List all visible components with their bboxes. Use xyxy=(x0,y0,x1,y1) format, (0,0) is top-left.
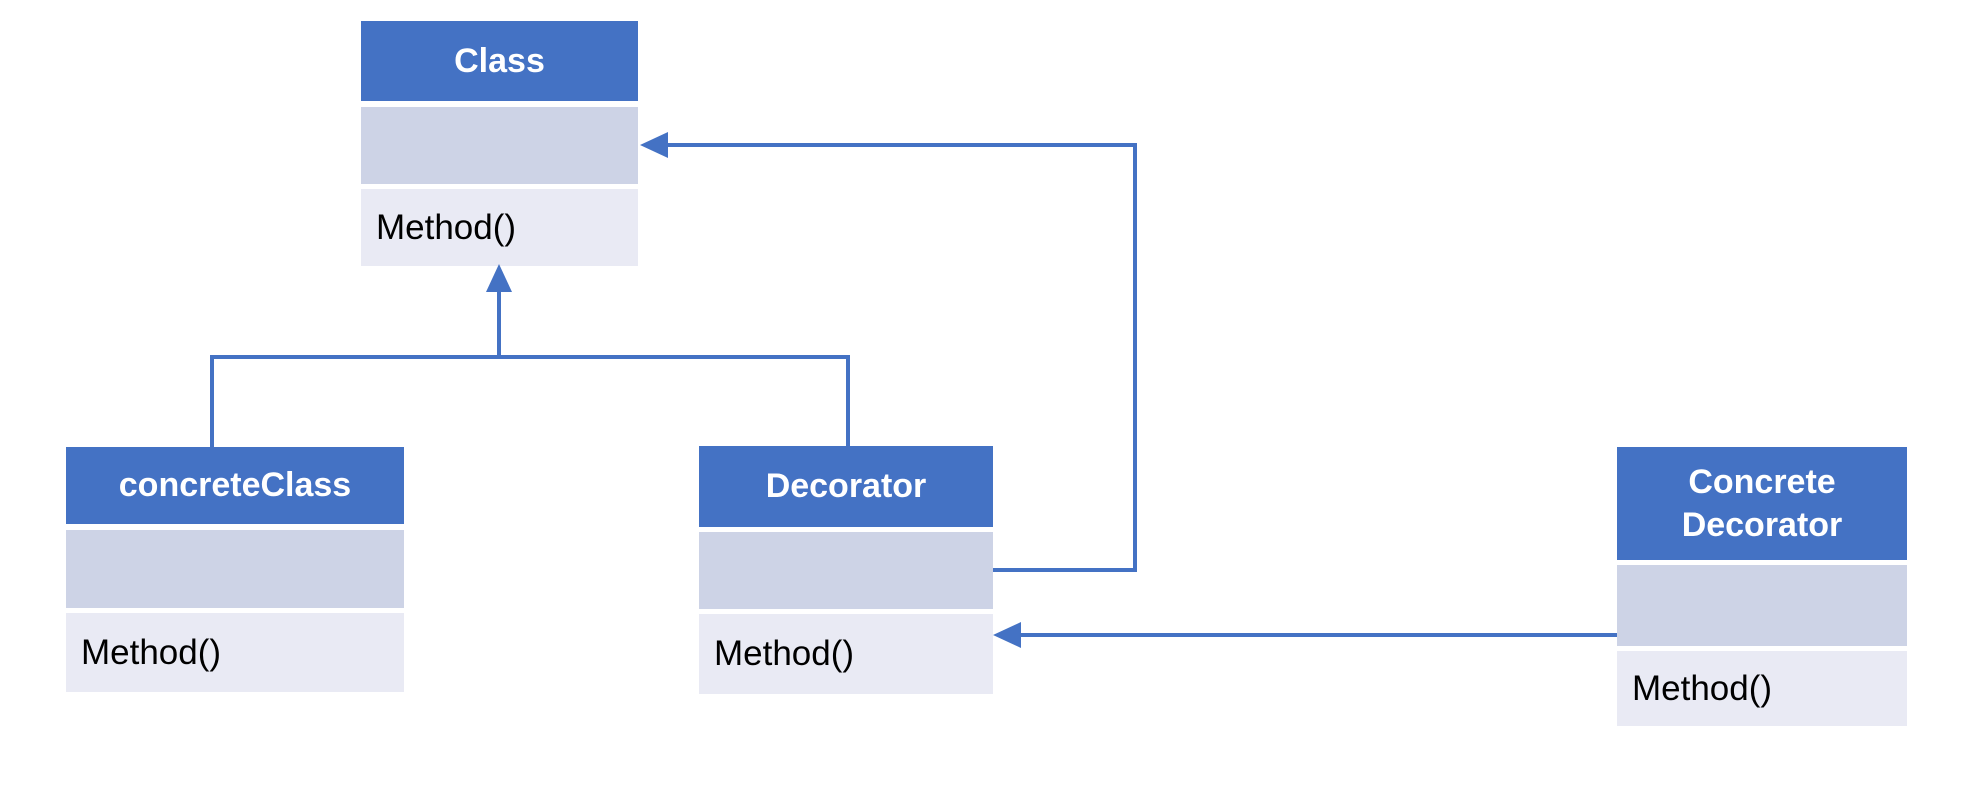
association-arrowhead-left-icon xyxy=(640,132,668,158)
class-box-class: Class Method() xyxy=(361,21,638,266)
inheritance-connector xyxy=(210,264,850,449)
class-box-decorator-header: Decorator xyxy=(699,446,993,527)
class-box-concrete-decorator-method-compartment: Method() xyxy=(1617,651,1907,726)
class-box-class-header: Class xyxy=(361,21,638,101)
class-box-concrete-class-method-compartment: Method() xyxy=(66,613,404,692)
class-box-concrete-decorator-attributes-compartment xyxy=(1617,565,1907,646)
class-box-concrete-class-header: concreteClass xyxy=(66,447,404,524)
class-box-concrete-class: concreteClass Method() xyxy=(66,447,404,692)
class-box-class-method-compartment: Method() xyxy=(361,189,638,266)
class-box-class-attributes-compartment xyxy=(361,107,638,184)
class-box-concrete-decorator: Concrete Decorator Method() xyxy=(1617,447,1907,726)
inheritance-arrowhead-up-icon xyxy=(486,264,512,292)
inheritance-branch-line xyxy=(210,355,850,449)
class-box-concrete-class-attributes-compartment xyxy=(66,530,404,608)
association-arrowhead-left-icon-2 xyxy=(993,622,1021,648)
class-box-concrete-decorator-header: Concrete Decorator xyxy=(1617,447,1907,560)
class-box-decorator-method-compartment: Method() xyxy=(699,614,993,694)
class-box-decorator-attributes-compartment xyxy=(699,532,993,609)
association-concrete-decorator-to-decorator xyxy=(993,622,1617,648)
class-box-decorator: Decorator Method() xyxy=(699,446,993,694)
